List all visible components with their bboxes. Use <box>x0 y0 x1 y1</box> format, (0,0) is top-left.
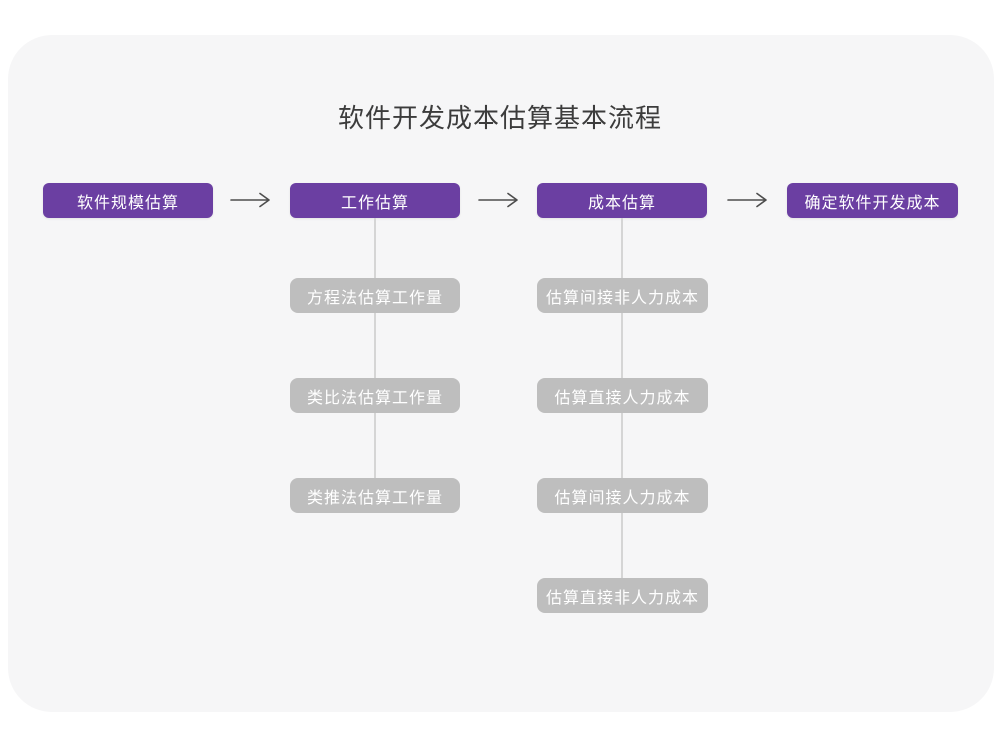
substep-box-extrapolation-method: 类推法估算工作量 <box>290 478 460 513</box>
substep-box-indirect-labor-cost: 估算间接人力成本 <box>537 478 708 513</box>
substep-box-direct-labor-cost: 估算直接人力成本 <box>537 378 708 413</box>
step-box-work-estimation: 工作估算 <box>290 183 460 218</box>
step-box-determine-development-cost: 确定软件开发成本 <box>787 183 958 218</box>
arrow-right-icon <box>727 192 767 208</box>
step-box-software-scale-estimation: 软件规模估算 <box>43 183 213 218</box>
substep-box-analogy-method: 类比法估算工作量 <box>290 378 460 413</box>
arrow-right-icon <box>478 192 518 208</box>
page-title: 软件开发成本估算基本流程 <box>337 103 662 133</box>
arrow-right-icon <box>230 192 270 208</box>
substep-box-indirect-nonlabor-cost: 估算间接非人力成本 <box>537 278 708 313</box>
substep-box-direct-nonlabor-cost: 估算直接非人力成本 <box>537 578 708 613</box>
substep-box-equation-method: 方程法估算工作量 <box>290 278 460 313</box>
step-box-cost-estimation: 成本估算 <box>537 183 707 218</box>
diagram-card <box>8 35 994 712</box>
connector-line-work-column <box>374 218 376 480</box>
